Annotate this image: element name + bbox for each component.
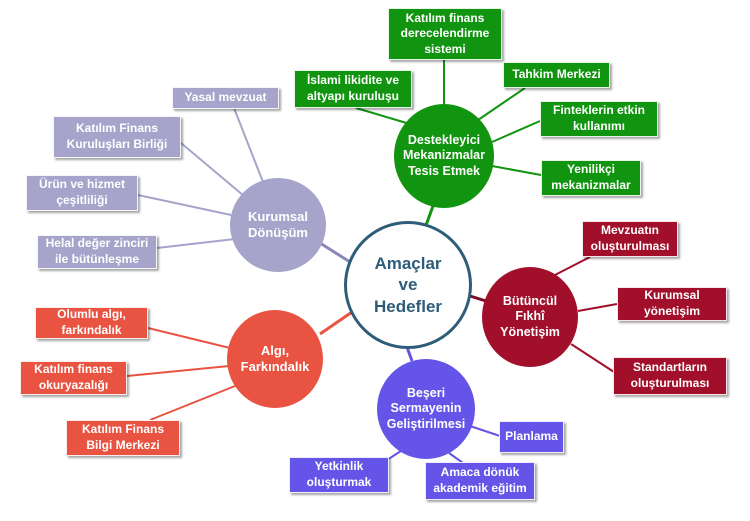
leaf-akademik-egitim: Amaca dönük akademik eğitim [425,462,535,500]
hub-butuncul-fikhi-yonetisim: Bütüncül Fıkhî Yönetişim [482,267,578,367]
leaf-fintek: Finteklerin etkin kullanımı [540,101,658,137]
connector-urun [137,194,232,216]
connector-okuryazar [126,365,230,377]
connector-tahkim [477,87,526,121]
center-node: Amaçlar ve Hedefler [344,221,472,349]
leaf-islami-likidite: İslami likidite ve altyapı kuruluşu [294,70,412,108]
connector-yenilikci [491,165,542,176]
connector-olumlu [147,327,231,349]
leaf-yenilikci: Yenilikçi mekanizmalar [541,160,641,196]
hub-algi-farkindalik: Algı, Farkındalık [227,310,323,408]
connector-kyonetisim [577,303,618,312]
leaf-mevzuat-olusturulmasi: Mevzuatın oluşturulması [582,221,678,257]
hub-kurumsal-donusum: Kurumsal Dönüşüm [230,178,326,272]
connector-birligi [180,142,245,197]
leaf-urun-hizmet: Ürün ve hizmet çeşitliliği [26,175,138,211]
connector-islami [355,107,411,125]
leaf-tahkim-merkezi: Tahkim Merkezi [503,62,610,88]
hub-beseri-sermaye: Beşeri Sermayenin Geliştirilmesi [377,359,475,459]
leaf-olumlu-algi: Olumlu algı, farkındalık [35,307,148,339]
leaf-yasal-mevzuat: Yasal mevzuat [172,87,279,109]
leaf-yetkinlik: Yetkinlik oluşturmak [289,457,389,493]
connector-yasal [233,107,264,183]
connector-akademik [448,452,464,464]
leaf-planlama: Planlama [499,421,564,453]
connector-planlama [469,425,501,437]
connector-helal [156,238,236,249]
connector-mevzuat [550,256,591,278]
connector-center-algi [319,310,353,336]
connector-center-kurumsal [319,241,351,264]
leaf-derecelendirme: Katılım finans derecelendirme sistemi [388,8,502,60]
leaf-kurumsal-yonetisim: Kurumsal yönetişim [617,287,727,321]
hub-destekleyici-mekanizmalar: Destekleyici Mekanizmalar Tesis Etmek [394,104,494,208]
connector-fintek [491,120,541,143]
connector-center-beseri [405,346,414,362]
leaf-bilgi-merkezi: Katılım Finans Bilgi Merkezi [66,420,180,456]
leaf-standartlar: Standartların oluşturulması [613,357,727,395]
connector-center-butuncul [469,294,487,303]
leaf-helal-deger: Helal değer zinciri ile bütünleşme [37,235,157,269]
leaf-okuryazarlik: Katılım finans okuryazalığı [20,361,127,395]
connector-standart [570,343,615,373]
leaf-katilim-finans-birligi: Katılım Finans Kuruluşları Birliği [53,116,181,158]
connector-bilgi [149,383,241,421]
